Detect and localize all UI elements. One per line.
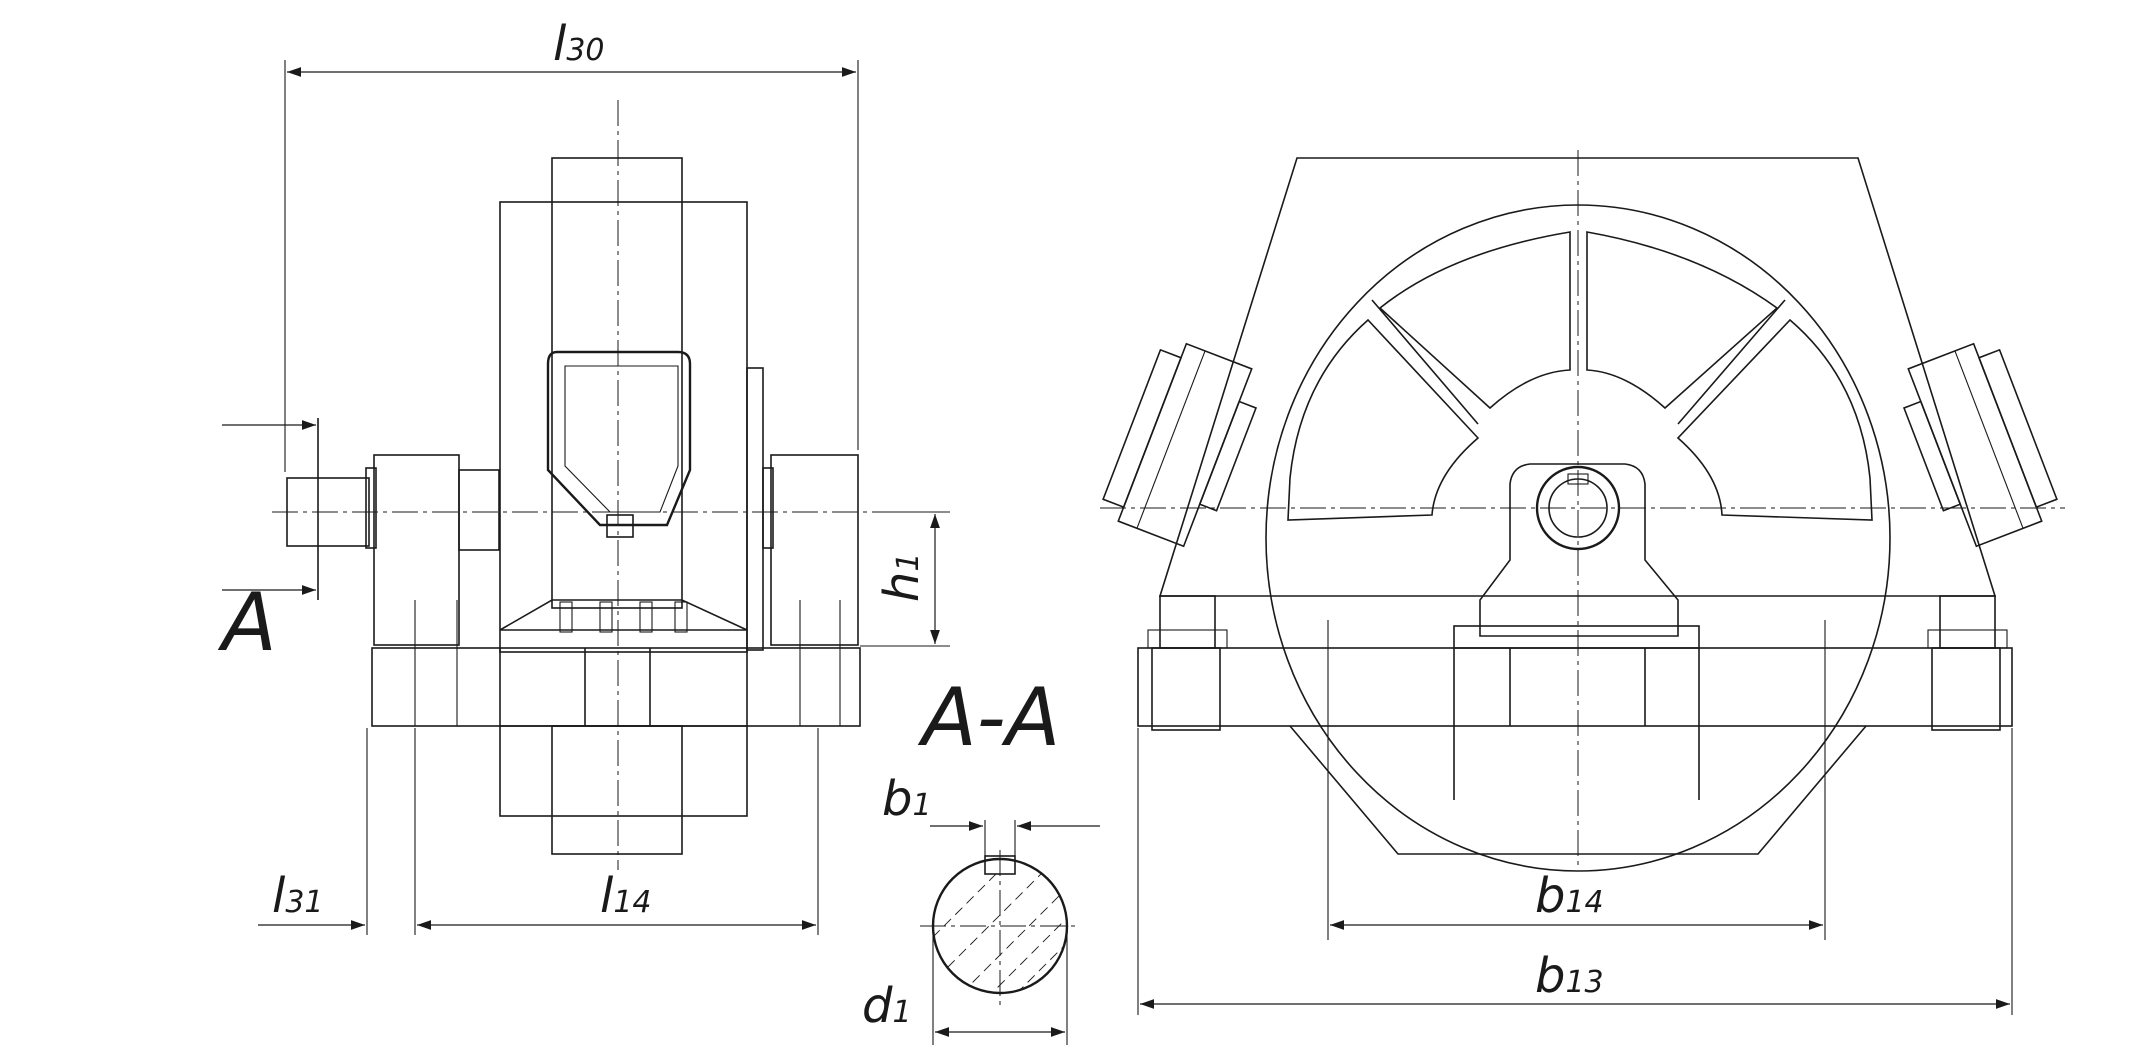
svg-text:b14: b14: [1535, 868, 1604, 924]
svg-text:l31: l31: [272, 868, 324, 924]
label-l31: l: [272, 868, 286, 924]
section-title: A-A: [917, 671, 1060, 764]
svg-text:b13: b13: [1535, 948, 1604, 1004]
dimension-l31-l14: l31 l14: [258, 728, 819, 935]
label-l30: l: [553, 16, 567, 72]
svg-text:l14: l14: [600, 868, 652, 924]
svg-text:d1: d1: [862, 978, 912, 1034]
dimension-h1: h1: [860, 511, 950, 647]
section-cut-marker: A: [217, 418, 319, 669]
svg-text:b1: b1: [882, 771, 932, 827]
section-a-a: A-A b1 d1: [862, 671, 1100, 1045]
dimension-l30: l30: [284, 16, 859, 472]
label-l14: l: [600, 868, 614, 924]
label-h1: h: [874, 572, 930, 602]
section-marker-label: A: [217, 576, 277, 669]
dimension-b14-b13: b14 b13: [1137, 620, 2013, 1015]
label-d1: d: [862, 978, 893, 1034]
svg-text:h1: h1: [874, 552, 930, 602]
front-view: [1100, 150, 2065, 872]
side-view: [272, 100, 880, 870]
label-b13: b: [1535, 948, 1565, 1004]
svg-text:l30: l30: [553, 16, 605, 72]
label-b14: b: [1535, 868, 1565, 924]
label-b1: b: [882, 771, 912, 827]
